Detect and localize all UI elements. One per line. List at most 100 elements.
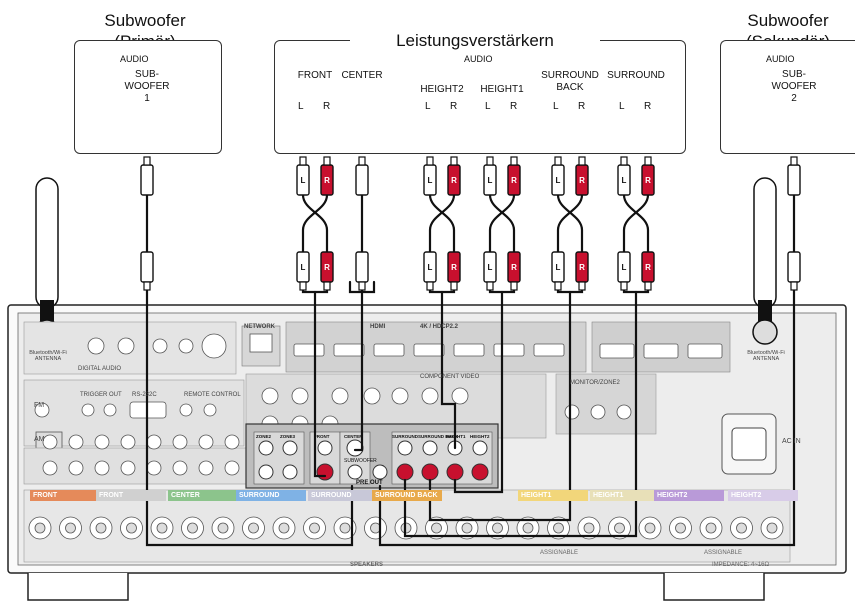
cable-surround-back-r	[556, 193, 584, 254]
svg-text:R: R	[579, 263, 585, 272]
amp-plug-height2: R	[447, 156, 461, 196]
speaker-section-label: FRONT	[30, 490, 100, 501]
receiver-plug-surround-back: L	[551, 251, 565, 291]
amp-plug-center	[355, 156, 369, 196]
amp-right-label: R	[578, 101, 586, 112]
speaker-section-label: HEIGHT2	[654, 490, 724, 501]
amp-right-label: R	[323, 101, 331, 112]
sw1-plug-top	[140, 156, 154, 196]
receiver-plug-height2: R	[447, 251, 461, 291]
speaker-section-label: HEIGHT1	[590, 490, 660, 501]
pre-out-channel-label: FRONT	[314, 434, 330, 439]
svg-text:L: L	[301, 176, 306, 185]
sw2-label-line1: SUB-	[782, 69, 806, 80]
subwoofer-secondary-port-label: SUB- WOOFER 2	[754, 69, 834, 105]
subwoofer-preout-label: SUBWOOFER	[344, 458, 377, 464]
cable-height1-l	[488, 193, 516, 254]
amp-channel-label-line2: BACK	[556, 82, 584, 93]
sw1-plug-bottom	[140, 251, 154, 291]
amp-channel-label-2: HEIGHT2	[402, 84, 482, 96]
speaker-section-label: SURROUND BACK	[372, 490, 442, 501]
network-label: NETWORK	[244, 324, 275, 330]
cable-front-l	[301, 193, 329, 254]
svg-text:L: L	[622, 263, 627, 272]
amp-channel-label-line1: FRONT	[297, 70, 333, 81]
amp-channel-label-line1: SURROUND	[541, 70, 599, 81]
svg-text:L: L	[556, 176, 561, 185]
receiver-plug-surround: R	[641, 251, 655, 291]
cable-height2-l	[428, 193, 456, 254]
cable-surround-l	[622, 193, 650, 254]
subwoofer-primary-audio-label: AUDIO	[116, 54, 153, 64]
fm-label: FM	[34, 402, 45, 409]
speakers-label: SPEAKERS	[350, 562, 384, 568]
bundle-height1	[488, 280, 516, 294]
svg-text:L: L	[428, 263, 433, 272]
cable-height1-r	[488, 193, 516, 254]
pre-out-channel-label: ZONE2	[256, 434, 272, 439]
amp-channel-label-line1: SURROUND	[607, 70, 665, 81]
amp-right-label: R	[450, 101, 458, 112]
receiver-plug-height2: L	[423, 251, 437, 291]
svg-text:L: L	[488, 176, 493, 185]
speaker-section-label: CENTER	[168, 490, 238, 501]
hdmi-label: HDMI	[370, 324, 386, 330]
amp-left-label: L	[619, 101, 625, 112]
amp-right-label: R	[510, 101, 518, 112]
hdmi-outputs	[599, 343, 723, 359]
sw1-label-line3: 1	[144, 93, 150, 104]
receiver-plug-surround: L	[617, 251, 631, 291]
ac-in-label: AC IN	[782, 438, 801, 445]
pre-out-channel-label: HEIGHT2	[470, 434, 490, 439]
svg-text:R: R	[645, 263, 651, 272]
bundle-height2	[428, 280, 456, 294]
speaker-section-label: HEIGHT1	[518, 490, 588, 501]
cable-surround-back-l	[556, 193, 584, 254]
amp-plug-height1: R	[507, 156, 521, 196]
subwoofer-primary-port-label: SUB- WOOFER 1	[107, 69, 187, 105]
speaker-section-label: SURROUND	[308, 490, 378, 501]
amp-left-label: L	[553, 101, 559, 112]
digital-audio-jacks	[87, 333, 227, 359]
amp-left-label: L	[425, 101, 431, 112]
pre-out-jacks	[258, 439, 489, 481]
network-port	[249, 333, 273, 353]
power-amplifier-title: Leistungsverstärkern	[350, 30, 600, 51]
receiver-plug-front: R	[320, 251, 334, 291]
pre-out-channel-label: SURROUND	[392, 434, 419, 439]
run-surround	[403, 290, 638, 538]
receiver-plug-surround-back: R	[575, 251, 589, 291]
pre-out-channel-label: HEIGHT1	[446, 434, 466, 439]
sw1-label-line2: WOOFER	[124, 81, 170, 92]
svg-text:R: R	[511, 263, 517, 272]
svg-text:R: R	[451, 176, 457, 185]
subwoofer-secondary-audio-label: AUDIO	[762, 54, 799, 64]
sw2-label-line2: WOOFER	[771, 81, 817, 92]
receiver-foot-left	[27, 573, 129, 601]
amp-plug-front: L	[296, 156, 310, 196]
component-video-label: COMPONENT VIDEO	[420, 374, 480, 380]
svg-text:L: L	[622, 176, 627, 185]
amp-channel-label-line1: CENTER	[341, 70, 383, 81]
rs232c-label: RS-232C	[132, 392, 157, 398]
impedance-label: IMPEDANCE: 4~16Ω	[712, 562, 770, 568]
receiver-plug-center	[355, 251, 369, 291]
amp-plug-surround-back: L	[551, 156, 565, 196]
monitor-zone-label: MONITOR/ZONE2	[570, 380, 620, 386]
am-label: AM	[34, 436, 45, 443]
svg-text:R: R	[579, 176, 585, 185]
pre-out-channel-label: ZONE3	[280, 434, 296, 439]
assignable-label-1: ASSIGNABLE	[540, 550, 579, 556]
svg-text:R: R	[511, 176, 517, 185]
antenna-right-icon	[752, 177, 778, 345]
cable-front-r	[301, 193, 329, 254]
pre-out-label: PRE OUT	[356, 480, 383, 486]
svg-text:R: R	[645, 176, 651, 185]
amp-plug-surround: L	[617, 156, 631, 196]
run-height1	[453, 290, 504, 494]
amp-channel-label-line1: HEIGHT2	[420, 84, 464, 95]
power-amplifier-audio-label: AUDIO	[460, 54, 497, 64]
svg-text:L: L	[428, 176, 433, 185]
run-center	[353, 280, 364, 452]
